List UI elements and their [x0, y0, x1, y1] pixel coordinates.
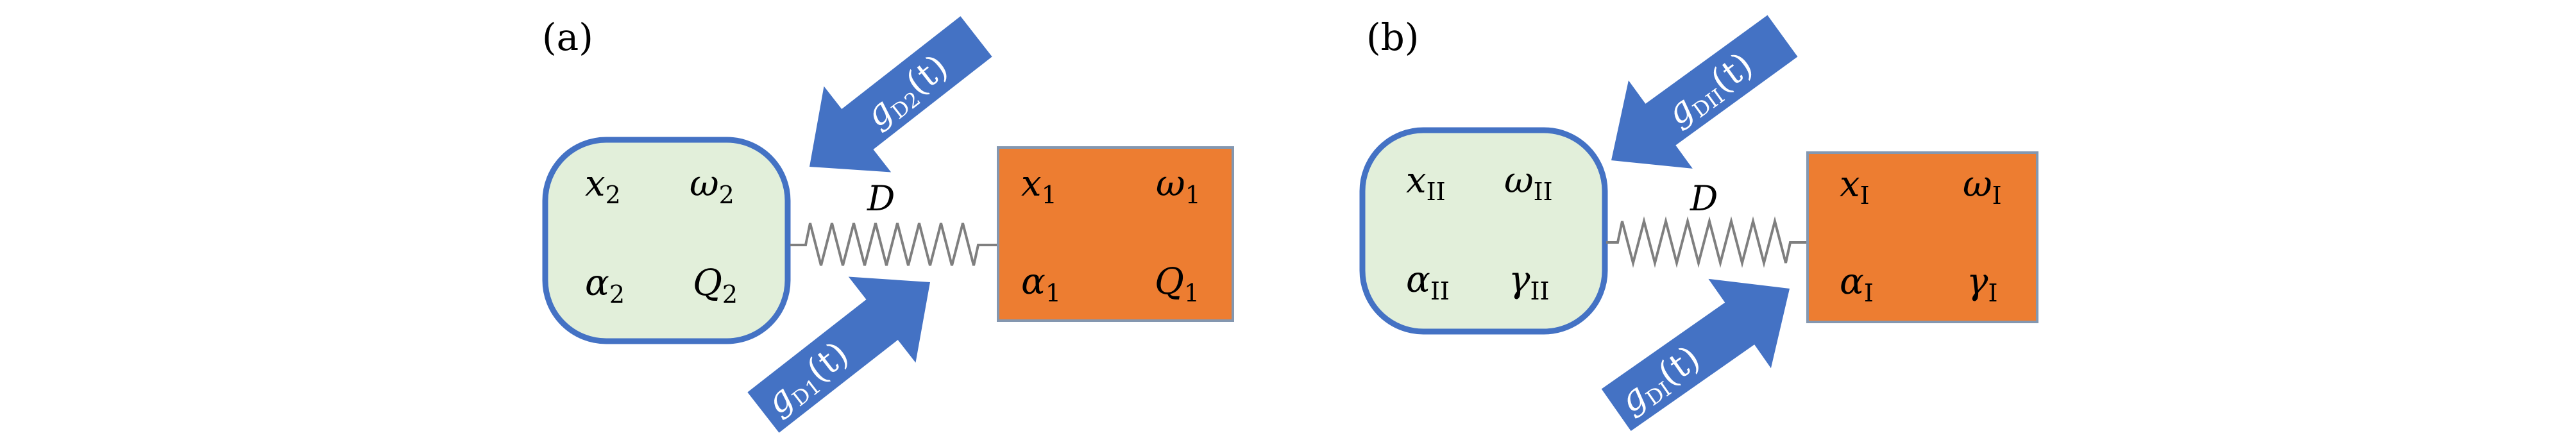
- spring-b: [1606, 216, 1808, 268]
- oscillator-block-II: [1359, 127, 1608, 335]
- panel-b: (b) xII ωII αII γII D xI ωI αI γI gDII(t…: [1359, 15, 2038, 432]
- spring-a: [790, 223, 998, 266]
- var-Q2: Q2: [693, 262, 738, 308]
- var-omegaII: ωII: [1504, 160, 1553, 206]
- coupling-label-b: D: [1690, 178, 1718, 219]
- var-omega2: ω2: [690, 163, 734, 209]
- var-x1: x1: [1021, 163, 1057, 209]
- var-gammaII: γII: [1509, 259, 1550, 305]
- var-alphaI: αI: [1840, 261, 1874, 307]
- panel-label-a: (a): [542, 15, 593, 59]
- var-omegaI: ωI: [1963, 164, 2002, 210]
- var-alpha2: α2: [585, 262, 625, 308]
- coupling-label-a: D: [867, 178, 895, 219]
- var-alpha1: α1: [1021, 261, 1061, 307]
- var-Q1: Q1: [1155, 261, 1199, 307]
- var-omega1: ω1: [1156, 163, 1201, 209]
- var-xI: xI: [1840, 164, 1870, 210]
- mass-block-1: [997, 146, 1234, 322]
- var-xII: xII: [1406, 160, 1446, 206]
- drive-arrow-gDII: gDII(t): [1611, 15, 1798, 169]
- oscillator-block-2: [542, 137, 791, 344]
- var-alphaII: αII: [1406, 259, 1450, 305]
- mass-block-I: [1806, 151, 2038, 323]
- var-x2: x2: [585, 163, 621, 209]
- panel-a: (a) x2 ω2 α2 Q2 D x1 ω1 α1 Q1 gD2(t) gD1…: [542, 15, 1234, 433]
- var-gammaI: γI: [1967, 261, 1997, 307]
- panel-label-b: (b): [1366, 15, 1419, 59]
- drive-arrow-gDI: gDI(t): [1601, 278, 1790, 432]
